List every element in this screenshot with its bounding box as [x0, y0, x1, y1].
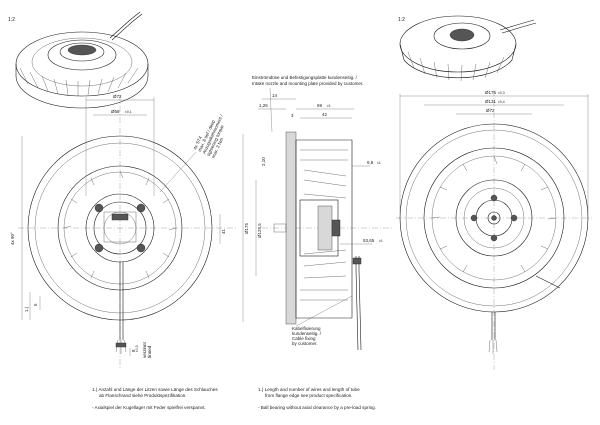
- dim-d175-back-tol: ±0,3: [498, 91, 505, 95]
- cable-note-line-4: by customer.: [292, 341, 318, 346]
- cable-note-line-1: Kabelfixierung: [292, 326, 321, 331]
- front-view: [18, 95, 238, 370]
- dim-69: 69: [317, 103, 323, 108]
- side-view: [262, 131, 392, 351]
- cable-note-line-2: kundenseitig. /: [292, 331, 322, 336]
- intake-note-line-2: Intake nozzle and mounting plate provide…: [252, 81, 363, 86]
- note-de-3: - Axialspiel der Kugellager mit Feder sp…: [92, 405, 206, 410]
- note-de-1: 1.) Anzahl und Länge der Litzen sowie Lä…: [92, 387, 218, 392]
- cable-note-line-3: Cable fixing: [292, 336, 316, 341]
- front-view-dimensions: Ø72 Ø58 ±0,1 4x 90° 1.) 5 8 ±0,5 41 4x S…: [10, 94, 226, 358]
- note-de-2: ab Flanschrand siehe Produktspezifikatio…: [99, 393, 187, 398]
- notes-english: 1.) Length and number of wires and lengt…: [258, 387, 376, 410]
- cable-note: Kabelfixierung kundenseitig. / Cable fix…: [292, 326, 322, 346]
- dim-d72-back: Ø72: [486, 108, 495, 113]
- intake-note: Einströmdüse und Befestigungsplatte kund…: [252, 75, 363, 86]
- dim-1: 1.): [24, 306, 29, 312]
- dim-53-65: 53,65: [363, 238, 375, 243]
- dim-42: 42: [322, 112, 328, 117]
- dim-8: 8: [131, 349, 136, 352]
- dim-8-tol: ±0,5: [135, 345, 139, 352]
- dim-14: 14: [272, 93, 278, 98]
- dim-d175-back: Ø175: [485, 90, 497, 95]
- intake-note-line-1: Einströmdüse und Befestigungsplatte kund…: [252, 75, 358, 80]
- back-view: [396, 90, 592, 370]
- dim-phi-175-side: Ø175: [244, 222, 249, 234]
- dim-6-8-tol: ±1: [377, 161, 381, 165]
- dim-1-26: 1,26: [259, 103, 268, 108]
- dim-d131: Ø131: [485, 99, 497, 104]
- note-en-1: 1.) Length and number of wires and lengt…: [258, 387, 360, 392]
- wire-end-line-2: tinned: [147, 345, 152, 358]
- dim-53-65-tol: ±1: [379, 239, 383, 243]
- dim-d72-front: Ø72: [113, 94, 122, 99]
- wire-end-line-1: verzinnt: [142, 341, 147, 358]
- dim-6-8: 6,8: [367, 160, 374, 165]
- isometric-view-back: [399, 15, 537, 82]
- dim-41: 41: [221, 228, 226, 234]
- dim-angle: 4x 90°: [10, 232, 15, 245]
- dim-d131-tol: ±0,4: [498, 100, 505, 104]
- screw-note: 4x ST4 max. 8 tief / deep Anzugsdrehmome…: [192, 113, 225, 159]
- isometric-view-front: [15, 11, 149, 109]
- scale-label-right: 1:2: [398, 17, 405, 23]
- notes-german: 1.) Anzahl und Länge der Litzen sowie Lä…: [92, 387, 218, 410]
- dim-d58: Ø58: [111, 109, 120, 114]
- dim-3: 3: [291, 113, 294, 118]
- back-view-dimensions: Ø175 ±0,3 Ø131 ±0,4 Ø72: [399, 90, 589, 214]
- scale-label-left: 1:2: [8, 17, 15, 23]
- dim-d58-tol: ±0,1: [125, 110, 132, 114]
- side-view-dimensions: Einströmdüse und Befestigungsplatte kund…: [242, 75, 383, 346]
- dim-5: 5: [33, 303, 38, 306]
- note-en-2: from flange edge see product specificati…: [265, 393, 353, 398]
- dim-phi-129: Ø129,5: [257, 223, 262, 238]
- wire-end-label: verzinnt tinned: [142, 341, 152, 358]
- dim-2-10: 2,10: [261, 157, 266, 166]
- note-en-3: - Ball bearing without axial clearance b…: [258, 405, 376, 410]
- screw-note-line-1: 4x ST4: [192, 135, 203, 150]
- dim-69-tol: ±1: [327, 104, 331, 108]
